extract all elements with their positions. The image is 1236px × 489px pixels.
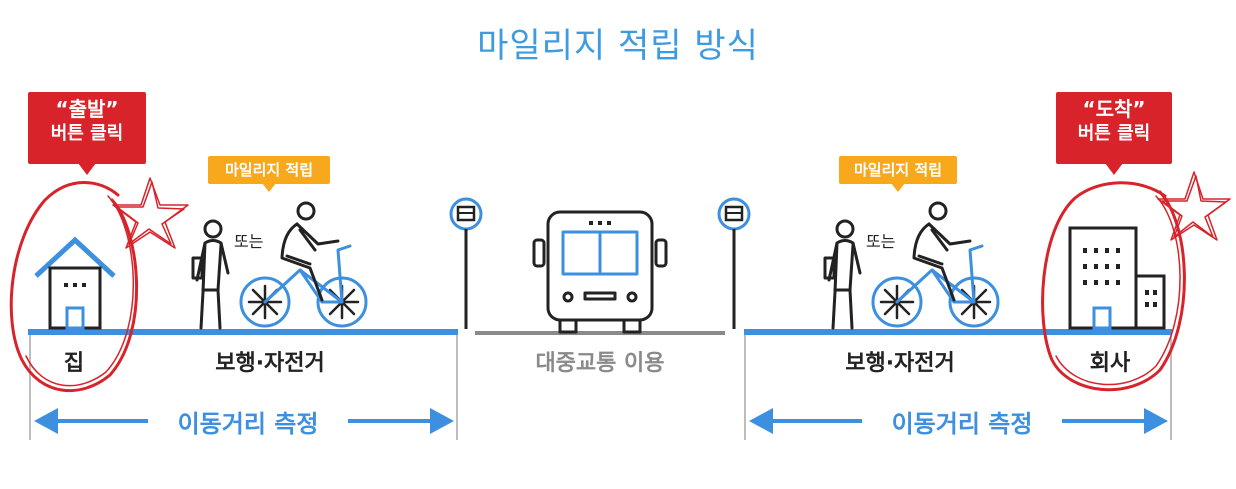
transit-label: 대중교통 이용 xyxy=(535,351,665,376)
circle-scribble-icon xyxy=(9,181,139,392)
start-button-callout: “출발” 버튼 클릭 xyxy=(28,92,146,175)
start-callout-quote: “출발” xyxy=(55,97,119,121)
diagram-title: 마일리지 적립 방식 xyxy=(477,26,759,66)
star-scribble-icon xyxy=(112,177,189,249)
office-building-icon xyxy=(1068,226,1166,330)
arrive-callout-sub: 버튼 클릭 xyxy=(1077,123,1151,144)
left-ground-line xyxy=(28,329,458,335)
cyclist-icon xyxy=(239,201,368,328)
home-label: 집 xyxy=(63,351,85,376)
office-label: 회사 xyxy=(1089,351,1131,376)
right-mileage-tag: 마일리지 적립 xyxy=(839,156,957,192)
pedestrian-icon xyxy=(191,219,230,330)
arrive-button-callout: “도착” 버튼 클릭 xyxy=(1056,92,1172,175)
left-mode-label: 보행·자전거 xyxy=(215,351,325,376)
house-icon xyxy=(34,236,116,330)
bus-icon xyxy=(532,210,668,334)
cyclist-icon xyxy=(871,201,1000,328)
left-or-label: 또는 xyxy=(234,232,264,251)
right-ground-line xyxy=(744,329,1172,335)
bus-stop-sign-icon xyxy=(717,197,751,329)
right-mode-label: 보행·자전거 xyxy=(845,351,955,376)
middle-ground-line xyxy=(475,331,725,335)
pedestrian-icon xyxy=(823,219,862,330)
star-scribble-icon xyxy=(1157,171,1231,241)
right-measure-label: 이동거리 측정 xyxy=(862,404,1062,439)
bus-stop-sign-icon xyxy=(449,197,483,329)
arrive-callout-quote: “도착” xyxy=(1082,97,1146,121)
start-callout-sub: 버튼 클릭 xyxy=(50,123,124,144)
left-mileage-tag: 마일리지 적립 xyxy=(208,156,330,192)
left-measure-label: 이동거리 측정 xyxy=(148,404,348,439)
right-or-label: 또는 xyxy=(866,232,896,251)
